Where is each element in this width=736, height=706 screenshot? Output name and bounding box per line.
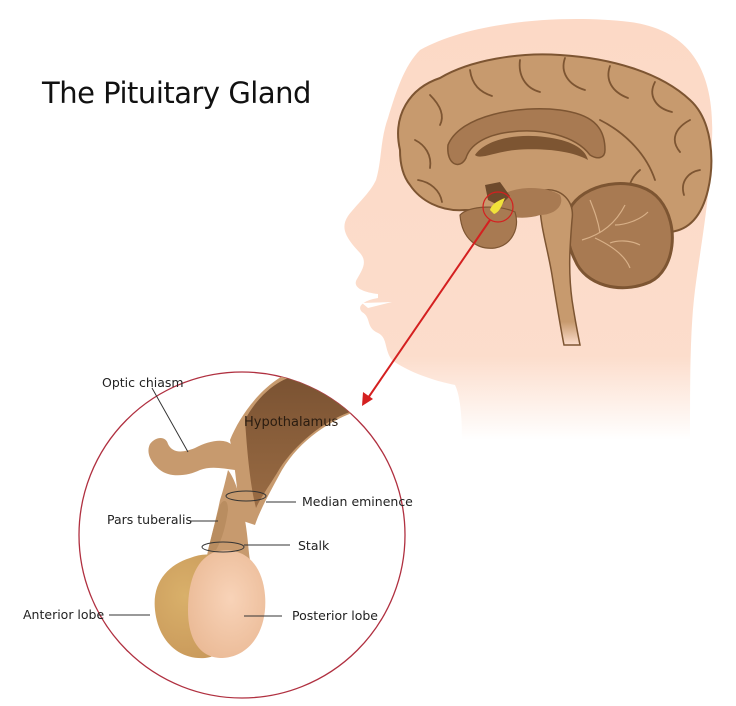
label-optic-chiasm: Optic chiasm: [102, 375, 184, 390]
hypothalamus: [245, 376, 350, 508]
stalk-ring: [201, 541, 245, 553]
label-anterior-lobe: Anterior lobe: [23, 607, 104, 622]
diagram-title: The Pituitary Gland: [41, 76, 311, 110]
optic-chiasm: [148, 438, 237, 476]
posterior-lobe: [188, 550, 266, 658]
pituitary-gland-small: [490, 198, 505, 214]
label-stalk: Stalk: [298, 538, 330, 553]
pointer-arrow: [362, 219, 491, 406]
location-circle: [482, 191, 514, 223]
arbor-vitae: [581, 199, 649, 269]
optic-chiasm-leader: [151, 387, 189, 453]
label-pars-tuberalis: Pars tuberalis: [107, 512, 192, 527]
label-hypothalamus: Hypothalamus: [244, 415, 338, 430]
magnified-view: Optic chiasm Hypothalamus Median eminenc…: [23, 371, 413, 699]
brain: [397, 53, 713, 346]
lip-line: [362, 302, 392, 308]
label-posterior-lobe: Posterior lobe: [292, 608, 378, 623]
pituitary-location-marker: [482, 191, 514, 223]
median-eminence-ring: [225, 490, 267, 502]
label-median-eminence: Median eminence: [302, 494, 413, 509]
pars-tuberalis: [208, 500, 228, 550]
